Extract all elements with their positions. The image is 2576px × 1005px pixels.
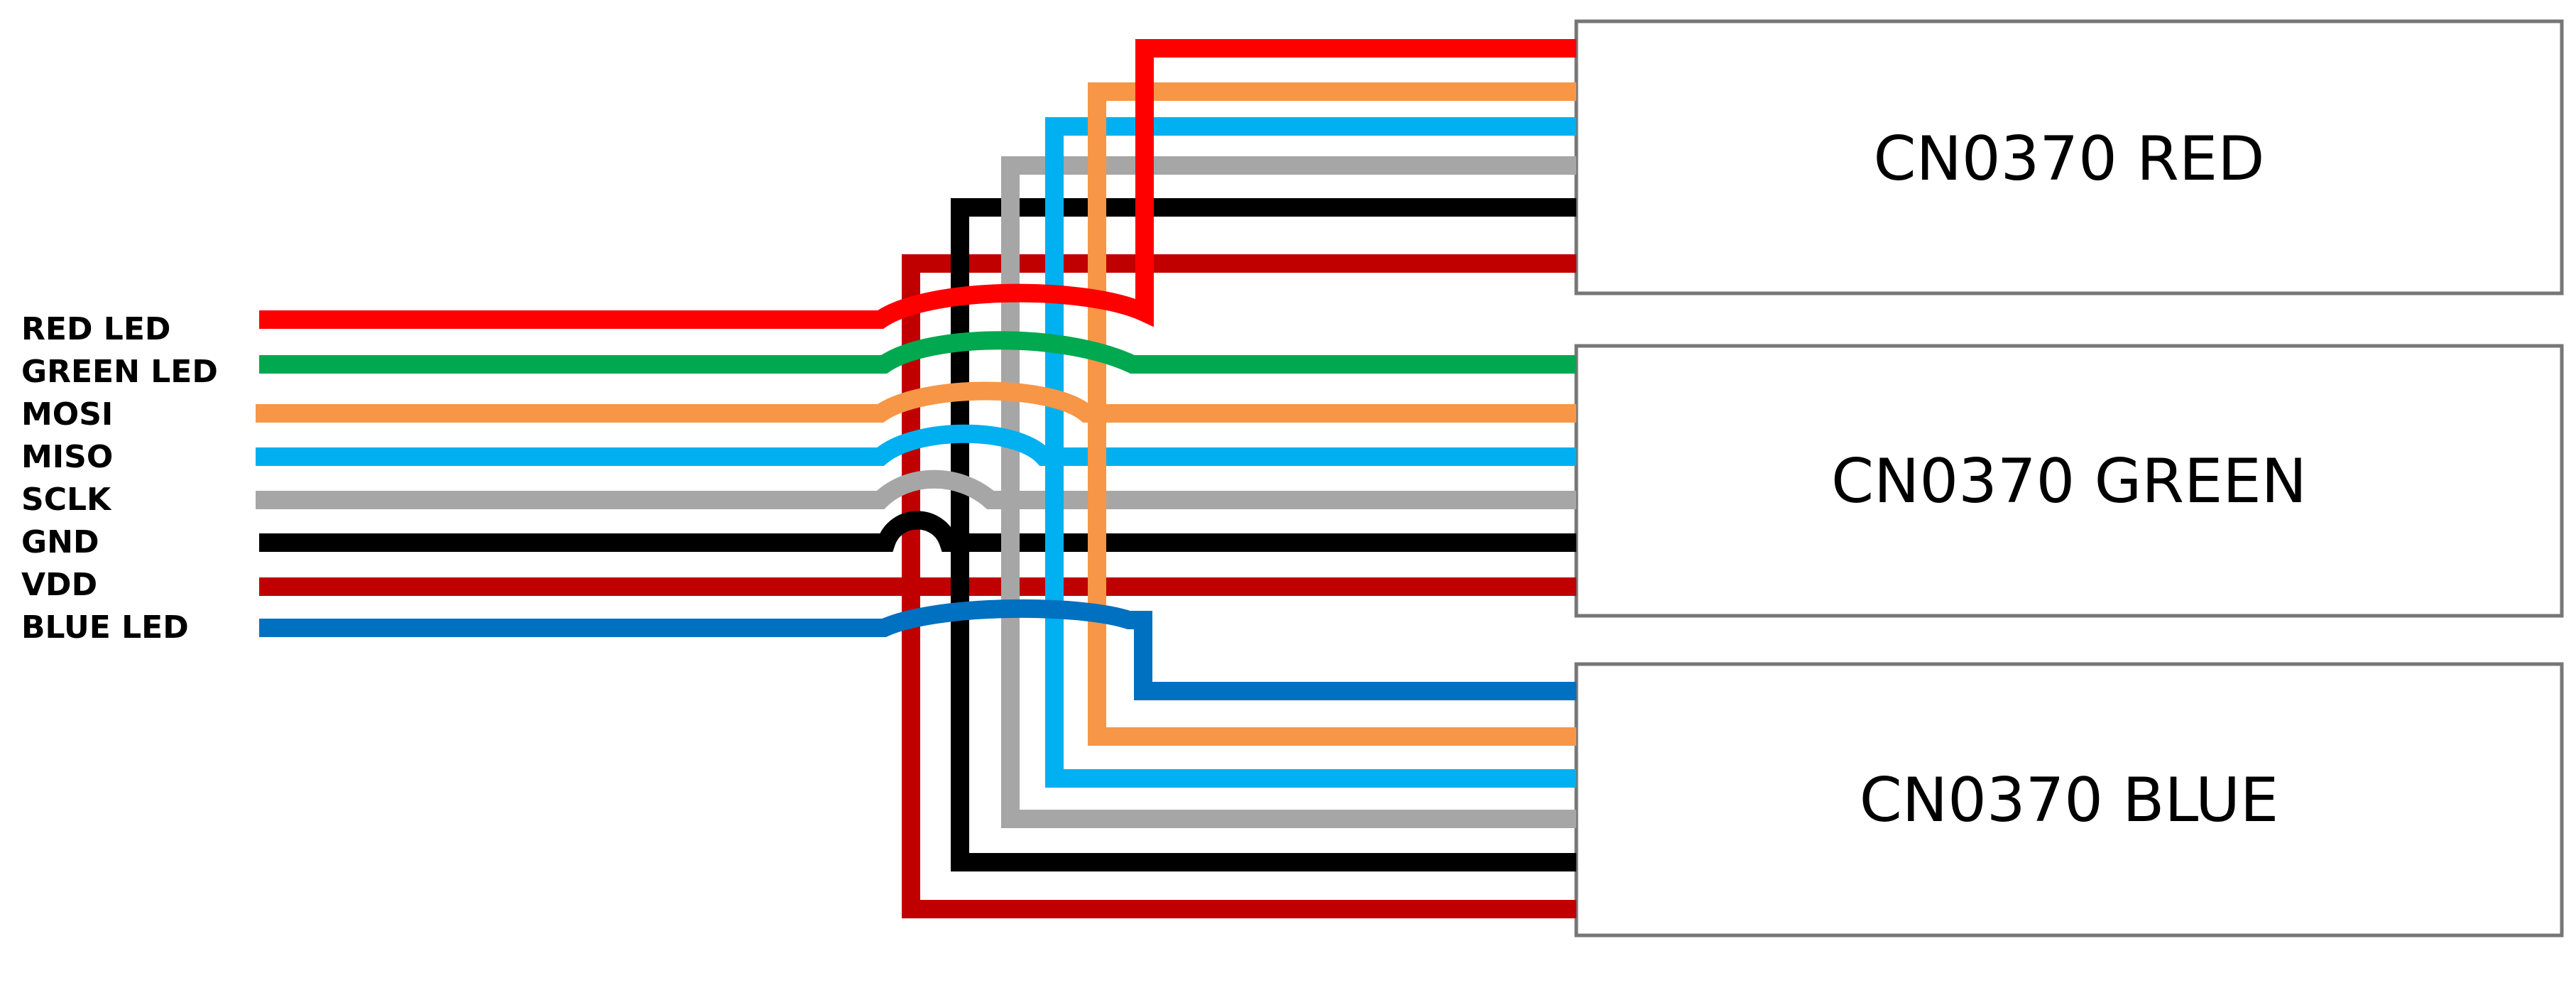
label-miso: MISO (21, 439, 113, 475)
wire-sclk-main (256, 469, 1576, 509)
label-vdd: VDD (21, 567, 97, 603)
board-label-red: CN0370 RED (1874, 124, 2265, 195)
wires (256, 39, 1576, 918)
label-gnd: GND (21, 524, 99, 560)
wire-miso-main (256, 424, 1576, 466)
board-labels: CN0370 RED CN0370 GREEN CN0370 BLUE (1831, 124, 2307, 836)
label-green-led: GREEN LED (21, 354, 218, 390)
wire-red-led (259, 39, 1576, 329)
wire-vdd-bus (902, 254, 1576, 918)
board-boxes (1574, 19, 2564, 938)
board-box-red (1574, 19, 2564, 295)
wire-green-led (259, 331, 1576, 374)
label-sclk: SCLK (21, 482, 112, 518)
signal-labels: RED LED GREEN LED MOSI MISO SCLK GND VDD… (21, 311, 218, 646)
board-box-blue (1574, 662, 2564, 938)
wire-blue-led (259, 599, 1576, 700)
wire-gnd-main (259, 511, 1576, 552)
label-red-led: RED LED (21, 311, 170, 347)
label-blue-led: BLUE LED (21, 609, 189, 646)
wire-mosi-main (256, 381, 1576, 423)
label-mosi: MOSI (21, 396, 113, 433)
board-label-blue: CN0370 BLUE (1860, 765, 2279, 836)
board-label-green: CN0370 GREEN (1831, 446, 2307, 517)
board-box-green (1574, 344, 2564, 618)
